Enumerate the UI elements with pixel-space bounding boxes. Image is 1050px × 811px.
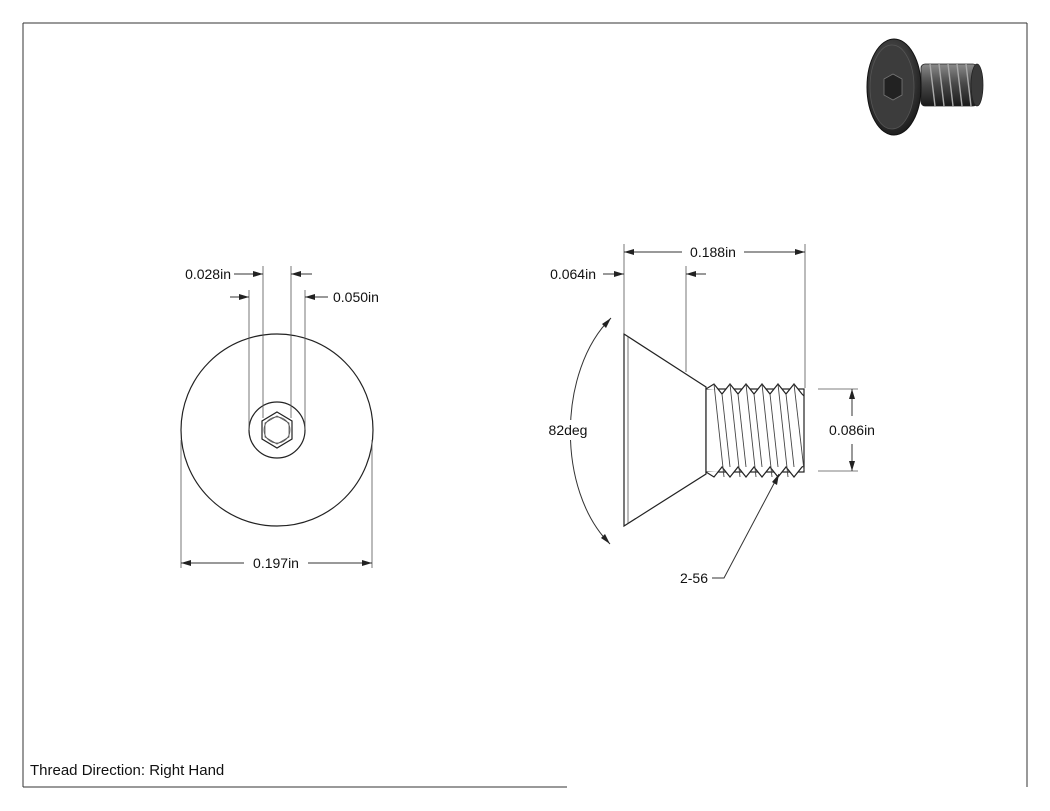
screw-isometric-thumbnail bbox=[866, 38, 984, 136]
angle-label: 82deg bbox=[549, 422, 588, 438]
thread-callout-label: 2-56 bbox=[680, 570, 708, 586]
countersunk-head bbox=[623, 332, 707, 528]
front-view: 0.028in 0.050in 0.197in bbox=[180, 266, 379, 571]
length-label: 0.188in bbox=[690, 244, 736, 260]
sheet-border bbox=[22, 22, 1028, 788]
thread-direction-note: Thread Direction: Right Hand bbox=[30, 762, 224, 779]
head-height-label: 0.064in bbox=[550, 266, 596, 282]
hex-socket-inner bbox=[264, 415, 290, 445]
hex-socket bbox=[261, 411, 293, 449]
hex-width-label: 0.028in bbox=[185, 266, 231, 282]
side-view: 0.188in 0.064in 82deg 0.086in 2-56 bbox=[543, 244, 875, 586]
head-diameter-label: 0.197in bbox=[253, 555, 299, 571]
threaded-shank bbox=[705, 383, 805, 478]
socket-diameter-label: 0.050in bbox=[333, 289, 379, 305]
thread-diameter-label: 0.086in bbox=[829, 422, 875, 438]
